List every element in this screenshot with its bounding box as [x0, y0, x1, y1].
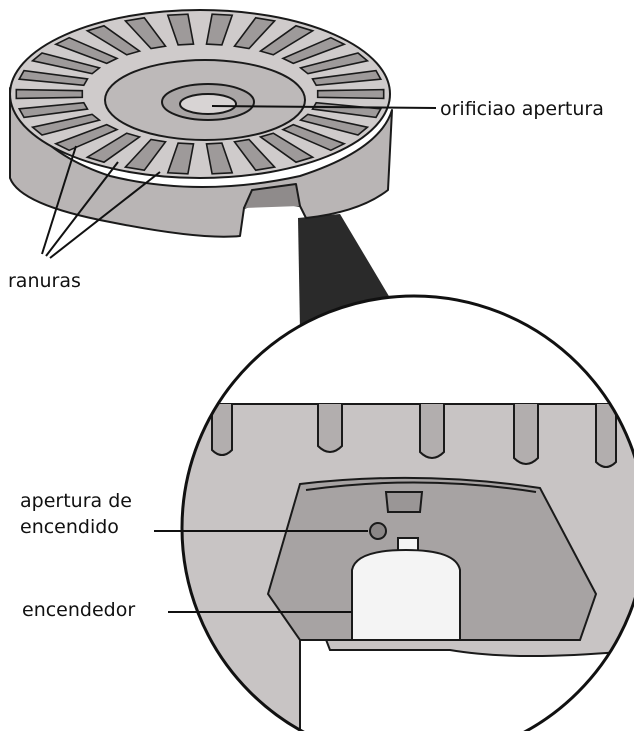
label-orificio-apertura: orificiao apertura	[440, 96, 604, 122]
label-apertura-line1: apertura de	[20, 488, 132, 514]
label-encendedor: encendedor	[22, 597, 135, 623]
burner-slot	[318, 90, 384, 99]
ignition-hole-icon	[370, 523, 386, 539]
orifice-icon	[180, 94, 236, 114]
label-apertura-encendido: apertura de encendido	[20, 488, 132, 540]
igniter-body	[352, 550, 460, 640]
zoom-socket	[386, 492, 422, 512]
burner-slot	[16, 90, 82, 99]
label-ranuras: ranuras	[8, 268, 81, 294]
label-apertura-line2: encendido	[20, 514, 132, 540]
